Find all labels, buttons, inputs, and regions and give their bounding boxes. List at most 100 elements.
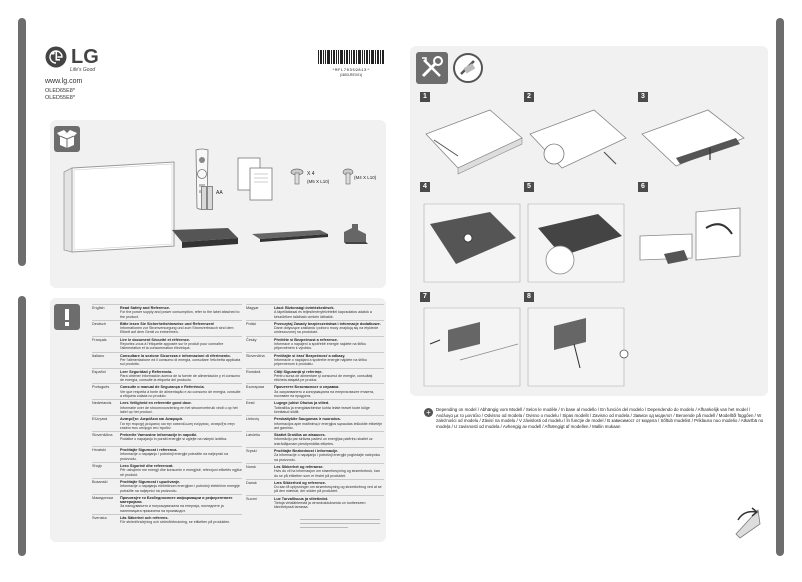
- language-title: Pročitajte Sigurnost i referenca.: [120, 448, 178, 453]
- language-name: Suomi: [246, 496, 257, 501]
- tv-illustration: [63, 161, 175, 253]
- step-number-1: 1: [420, 92, 430, 102]
- language-row: Srpski Pročitajte Bezbednost i informacij…: [246, 447, 384, 463]
- language-title: Skatiet Drošība un atsauces.: [274, 433, 326, 438]
- website-text: www.lg.com: [45, 78, 83, 85]
- language-title: Pročitajte Sigurnost i upućivanje.: [120, 479, 181, 484]
- language-body: Informacije o napajanju električnom ener…: [120, 484, 240, 493]
- model-1: OLED65E8*: [45, 88, 75, 94]
- screw-qty: X 4: [307, 171, 315, 177]
- right-page-tab: [776, 18, 784, 556]
- language-name: Български: [246, 385, 265, 390]
- language-name: Română: [246, 369, 261, 374]
- language-name: Srpski: [246, 449, 257, 454]
- page-turn-icon: [735, 507, 761, 539]
- step-5-illustration: [527, 203, 625, 283]
- barcode: *MFL70359813* (1803-REV01): [318, 50, 384, 77]
- language-title: Прочитајте ги Безбедносните информации и…: [120, 495, 233, 505]
- barcode-text: *MFL70359813*: [332, 69, 370, 73]
- stand-base-illustration: [172, 228, 238, 248]
- language-body: Hvis du vil ha informasjon om strømforsy…: [274, 469, 380, 478]
- barcode-sub: (1803-REV01): [339, 73, 363, 77]
- language-title: Leer Seguridad y Referencia.: [120, 369, 173, 374]
- language-name: Español: [92, 369, 106, 374]
- language-title: Consultare la sezione Sicurezza e inform…: [120, 353, 231, 358]
- language-text: Lue Turvallisuus ja viitetiedot.Tietoja …: [274, 497, 384, 510]
- language-name: Deutsch: [92, 321, 106, 326]
- language-row: Nederlands Lees Veiligheid en referentie …: [92, 399, 242, 415]
- language-body: Informatie over de stroomvoorziening en …: [120, 405, 238, 414]
- language-name: Nederlands: [92, 401, 112, 406]
- step-number-5: 5: [524, 182, 534, 192]
- tools-icon-tab: [416, 52, 448, 84]
- warning-icon-tab: [54, 304, 80, 330]
- language-text: Lire le document Sécurité et référence.R…: [120, 338, 242, 351]
- stand-bar-illustration: [252, 230, 328, 242]
- language-body: Informationen zur Stromversorgung und zu…: [120, 326, 234, 335]
- exclamation-icon: [65, 309, 69, 326]
- step-4-illustration: [423, 203, 521, 283]
- language-row: Español Leer Seguridad y Referencia.Para …: [92, 367, 242, 384]
- language-title: Les Sikkerhet og referanse.: [274, 464, 324, 469]
- plus-icon: +: [424, 408, 433, 417]
- language-title: Lexo Sigurinë dhe referencat.: [120, 464, 174, 469]
- language-text: Lexo Sigurinë dhe referencat.Për ushqimi…: [120, 464, 242, 477]
- language-title: Bitte lesen Sie Sicherheitshinweise und …: [120, 321, 215, 326]
- language-text: Lees Veiligheid en referentie goed door.…: [120, 401, 242, 414]
- language-title: Lue Turvallisuus ja viitetiedot.: [274, 496, 329, 501]
- language-text: Bitte lesen Sie Sicherheitshinweise und …: [120, 322, 242, 335]
- language-text: Prečítajte si časť Bezpečnosť a odkazy.I…: [274, 354, 384, 367]
- language-body: Para obtener información acerca de la fu…: [120, 373, 241, 383]
- language-body: За напојувањето и потрошувачката на енер…: [120, 504, 224, 513]
- language-row: Eesti Lugege juhist Ohutus ja viited.Toit…: [246, 399, 384, 415]
- language-name: Slovenščina: [92, 433, 113, 438]
- language-body: For the power supply and power consumpti…: [120, 310, 240, 319]
- language-body: Për ushqimin me energji dhe konsumin e e…: [120, 468, 242, 477]
- language-text: Preberite Varnostne informacije in napot…: [120, 433, 242, 445]
- language-body: Informácie o napájaní a spotrebe energie…: [274, 357, 367, 367]
- language-text: Læs Sikkerhed og reference.Du kan få opl…: [274, 481, 384, 494]
- language-title: Ανατρέξτε: Ασφάλεια και Αναφορά.: [120, 417, 184, 422]
- language-title: Lire le document Sécurité et référence.: [120, 337, 191, 342]
- language-text: Consulte o manual de Segurança e Referên…: [120, 385, 242, 398]
- language-name: Ελληνικά: [92, 417, 108, 422]
- language-body: Tietoja virtalähteestä ja virrankulutuks…: [274, 500, 366, 510]
- language-name: Slovenčina: [246, 353, 265, 358]
- language-title: Consulte o manual de Segurança e Referên…: [120, 385, 205, 390]
- language-text: Citiţi Siguranţă şi referinţe.Pentru sur…: [274, 370, 384, 383]
- language-body: Informace o napájení a spotřebě energie …: [274, 342, 367, 351]
- language-name: Hrvatski: [92, 448, 106, 453]
- language-text: Pročitajte Sigurnost i upućivanje.Inform…: [120, 480, 242, 493]
- language-text: Leer Seguridad y Referencia.Para obtener…: [120, 370, 242, 383]
- language-body: Informacijos apie maitinimą ir energijos…: [274, 421, 383, 430]
- language-title: Citiţi Siguranţă şi referinţe.: [274, 369, 323, 374]
- language-body: Informāciju par strāvas padevi un enerģi…: [274, 437, 373, 446]
- language-name: Svenska: [92, 515, 107, 520]
- step-number-3: 3: [638, 92, 648, 102]
- barcode-bars: [318, 50, 384, 64]
- language-text: Läs Säkerhet och referens.För strömförsö…: [120, 516, 242, 528]
- language-text: Ανατρέξτε: Ασφάλεια και Αναφορά.Για την …: [120, 417, 242, 430]
- step-6-illustration: [639, 207, 741, 264]
- lg-logo: LG: [45, 46, 105, 70]
- step-number-7: 7: [420, 292, 430, 302]
- battery-illustration: [201, 184, 215, 210]
- step-number-4: 4: [420, 182, 430, 192]
- language-row: Slovenščina Preberite Varnostne informaci…: [92, 431, 242, 446]
- rtl-text-block: [300, 516, 380, 536]
- language-name: Eesti: [246, 401, 255, 406]
- language-text: Pročitajte Bezbednost i informacije.Za i…: [274, 449, 384, 462]
- language-row: Română Citiţi Siguranţă şi referinţe.Pent…: [246, 367, 384, 384]
- language-text: Lugege juhist Ohutus ja viited.Toitealli…: [274, 401, 384, 414]
- language-body: Per l'alimentazione ed il consumo di ene…: [120, 357, 241, 367]
- box-icon-tab: [54, 126, 80, 152]
- language-body: Ver que respeita à fonte de alimentação …: [120, 389, 241, 399]
